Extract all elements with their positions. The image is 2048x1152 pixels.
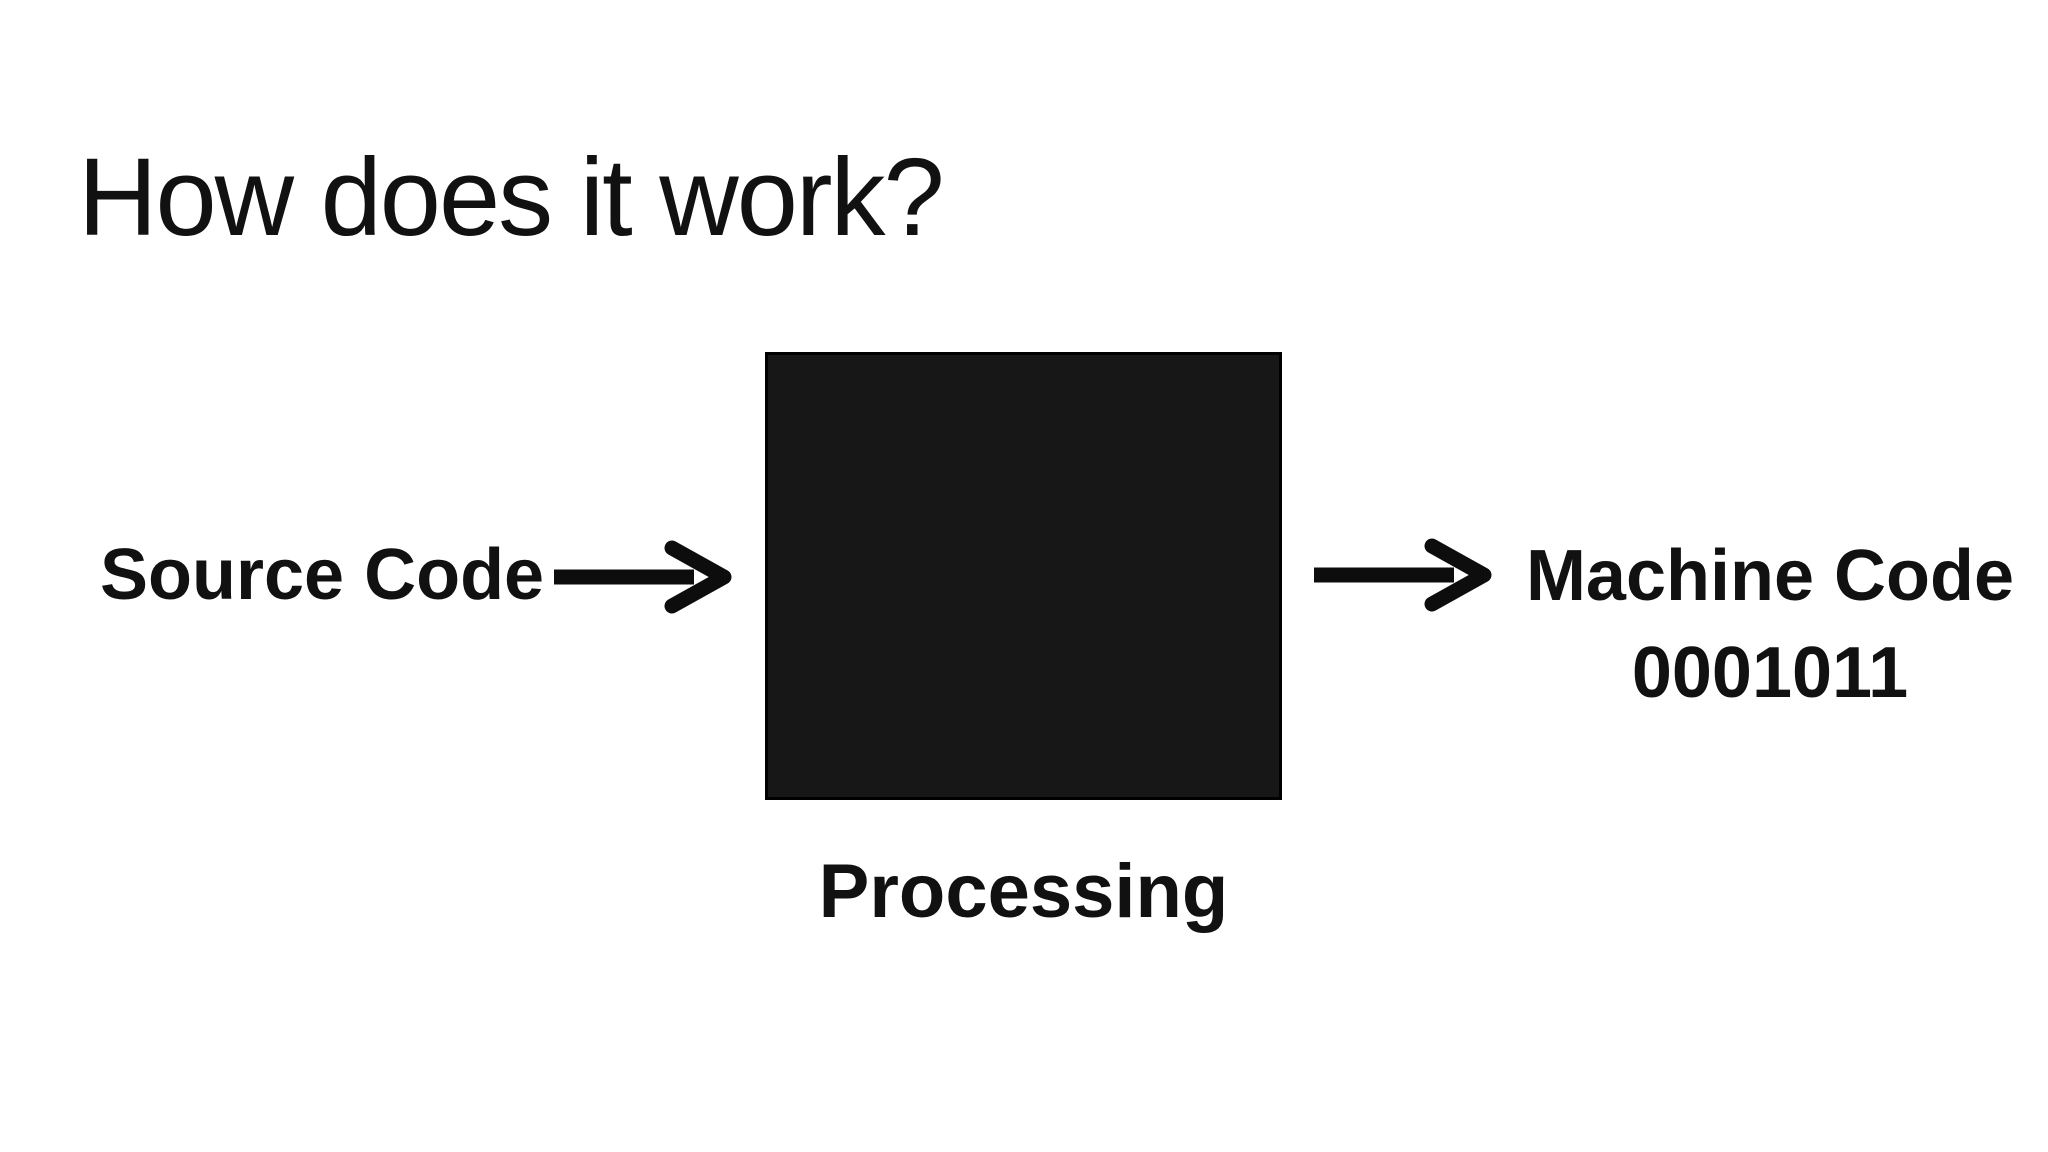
machine-code-block: Machine Code 0001011 (1500, 528, 2040, 722)
source-code-label: Source Code (100, 535, 545, 615)
machine-code-value: 0001011 (1631, 633, 1909, 713)
input-arrow-icon (548, 537, 734, 617)
output-arrow-icon (1308, 535, 1494, 615)
slide-title: How does it work? (78, 135, 945, 259)
processing-black-box (765, 352, 1282, 800)
machine-code-label: Machine Code (1525, 536, 2015, 616)
processing-label: Processing (818, 849, 1229, 934)
